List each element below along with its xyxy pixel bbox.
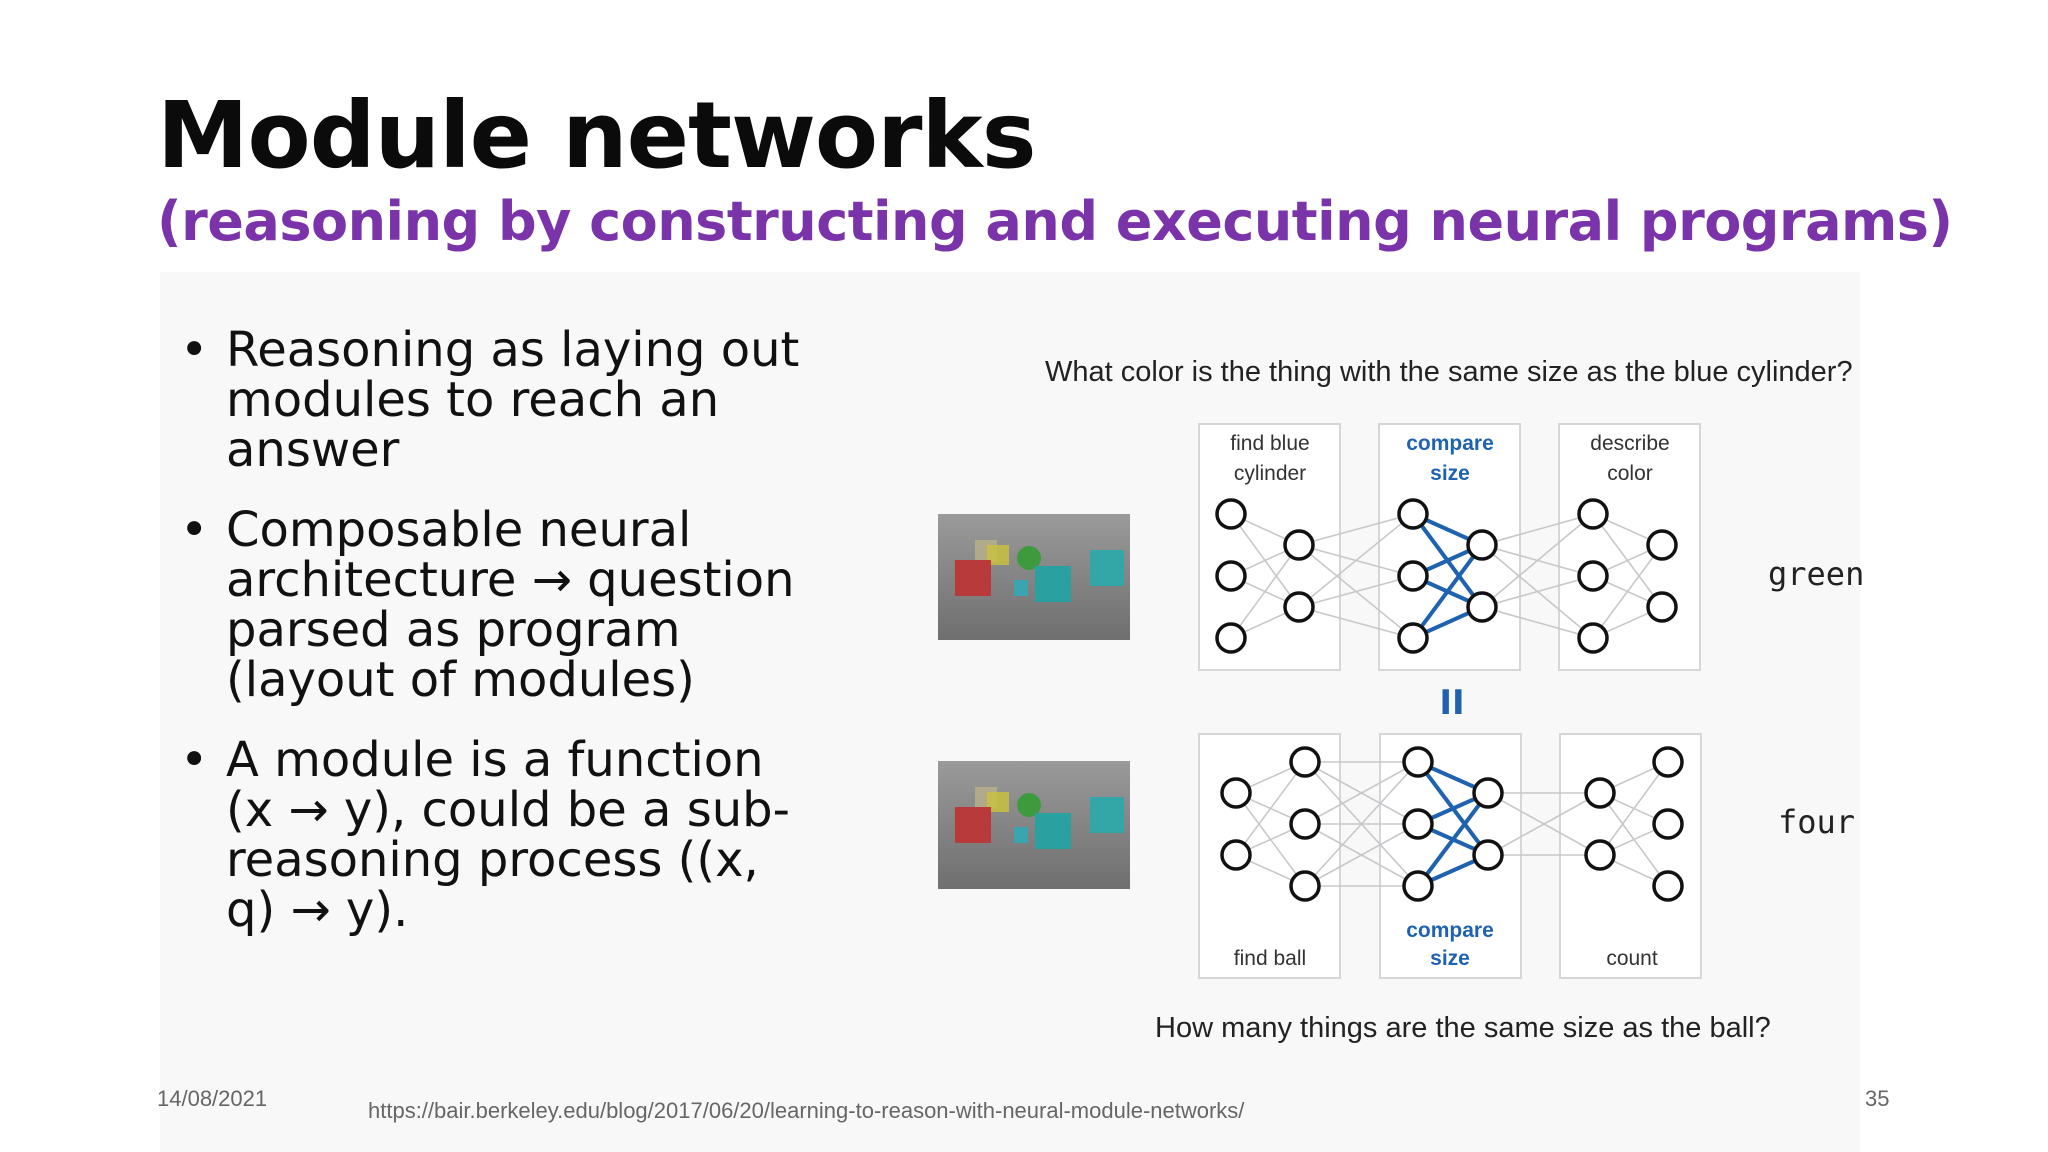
- network-edge: [1304, 761, 1419, 825]
- network-node: [1466, 591, 1498, 623]
- module-network-diagram: find blue cylinder compare size describe…: [938, 423, 1864, 979]
- module-label: cylinder: [1234, 462, 1306, 485]
- highlighted-edge: [1416, 791, 1490, 888]
- module-label: find ball: [1234, 947, 1306, 970]
- network-node: [1220, 839, 1252, 871]
- bullet-list: • Reasoning as laying out modules to rea…: [180, 325, 820, 965]
- module-label: count: [1606, 947, 1658, 970]
- network-edge: [1304, 823, 1419, 887]
- network-node: [1577, 622, 1609, 654]
- network-node: [1646, 529, 1678, 561]
- scene-image-top: [938, 514, 1130, 640]
- page-number: 35: [1865, 1086, 1890, 1111]
- network-edge: [1481, 513, 1594, 608]
- bullet-dot: •: [180, 732, 209, 788]
- bullet-item: • Reasoning as laying out modules to rea…: [180, 325, 820, 475]
- answer-top: green: [1768, 555, 1864, 593]
- highlighted-edge: [1411, 543, 1484, 640]
- network-edge: [1298, 513, 1414, 546]
- module-label-highlight: compare: [1406, 432, 1494, 455]
- network-node: [1283, 591, 1315, 623]
- network-node: [1397, 622, 1429, 654]
- network-node: [1584, 777, 1616, 809]
- network-node: [1402, 808, 1434, 840]
- bullet-text: A module is a function (x → y), could be…: [226, 732, 790, 938]
- bullet-text: Composable neural architecture → questio…: [226, 502, 795, 708]
- source-url[interactable]: https://bair.berkeley.edu/blog/2017/06/2…: [368, 1098, 1245, 1123]
- network-edge: [1481, 575, 1594, 608]
- module-label: find blue: [1230, 432, 1309, 455]
- network-edge: [1298, 513, 1414, 608]
- network-node: [1397, 560, 1429, 592]
- network-node: [1646, 591, 1678, 623]
- network-node: [1215, 622, 1247, 654]
- network-node: [1577, 560, 1609, 592]
- footer-date: 14/08/2021: [157, 1086, 268, 1111]
- bullet-text: Reasoning as laying out modules to reach…: [226, 322, 800, 478]
- slide-title: Module networks: [157, 82, 1036, 189]
- network-node: [1289, 808, 1321, 840]
- network-node: [1215, 498, 1247, 530]
- bullet-dot: •: [180, 322, 209, 378]
- question-top: What color is the thing with the same si…: [1045, 356, 1853, 388]
- network-edge: [1592, 544, 1663, 639]
- module-label-highlight: compare: [1406, 919, 1494, 942]
- network-edge: [1304, 761, 1419, 887]
- network-node: [1472, 777, 1504, 809]
- network-node: [1402, 870, 1434, 902]
- bullet-item: • A module is a function (x → y), could …: [180, 735, 820, 935]
- network-node: [1215, 560, 1247, 592]
- network-node: [1584, 839, 1616, 871]
- network-node: [1652, 870, 1684, 902]
- module-box-count: [1559, 733, 1702, 979]
- answer-bottom: four: [1778, 803, 1855, 841]
- equals-symbol: II: [1439, 683, 1464, 723]
- network-edge: [1481, 606, 1594, 639]
- network-node: [1472, 839, 1504, 871]
- bullet-item: • Composable neural architecture → quest…: [180, 505, 820, 705]
- module-label-highlight: size: [1430, 462, 1470, 485]
- network-edge: [1298, 606, 1414, 639]
- network-node: [1220, 777, 1252, 809]
- scene-image-bottom: [938, 761, 1130, 889]
- network-node: [1577, 498, 1609, 530]
- network-nodes: [1215, 498, 1684, 902]
- network-edge: [1235, 761, 1306, 856]
- module-box-find-ball: [1198, 733, 1341, 979]
- module-label: color: [1607, 462, 1653, 485]
- network-edge: [1487, 792, 1601, 856]
- network-node: [1289, 746, 1321, 778]
- question-bottom: How many things are the same size as the…: [1155, 1012, 1771, 1044]
- network-node: [1402, 746, 1434, 778]
- network-node: [1289, 870, 1321, 902]
- content-panel: [160, 272, 1860, 1152]
- network-node: [1466, 529, 1498, 561]
- network-node: [1652, 808, 1684, 840]
- network-edge: [1230, 544, 1300, 639]
- module-label: describe: [1590, 432, 1669, 455]
- network-edge: [1481, 513, 1594, 546]
- network-edge: [1298, 575, 1414, 608]
- slide-subtitle: (reasoning by constructing and executing…: [157, 190, 1953, 253]
- network-node: [1652, 746, 1684, 778]
- network-edge: [1599, 761, 1669, 856]
- network-node: [1283, 529, 1315, 561]
- module-label-highlight: size: [1430, 947, 1470, 970]
- bullet-dot: •: [180, 502, 209, 558]
- network-node: [1397, 498, 1429, 530]
